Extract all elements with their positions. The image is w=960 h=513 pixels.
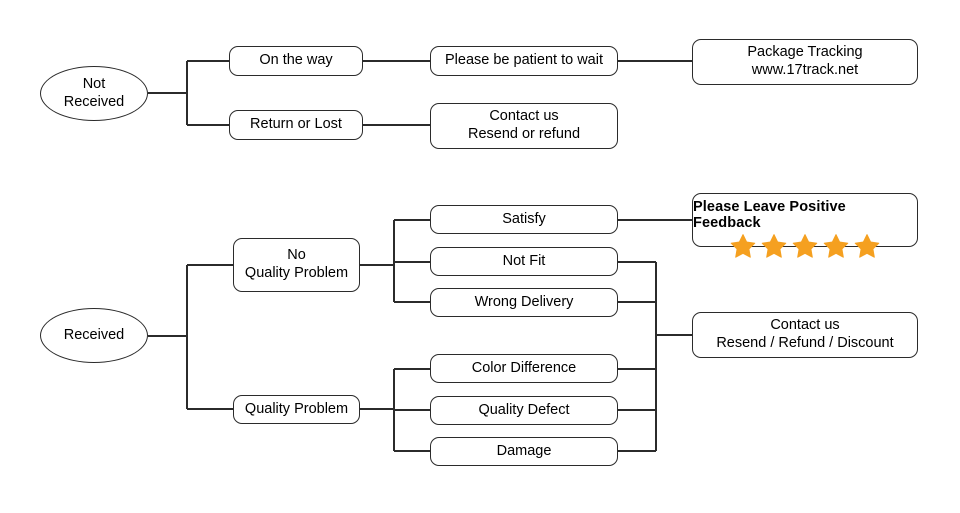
node-damage-label: Damage xyxy=(496,442,552,459)
node-no-quality-problem-label: No Quality Problem xyxy=(244,247,349,281)
node-not-received-label: Not Received xyxy=(63,75,125,110)
node-quality-problem-label: Quality Problem xyxy=(244,400,349,417)
node-satisfy[interactable]: Satisfy xyxy=(430,205,618,234)
node-quality-defect-label: Quality Defect xyxy=(478,401,570,418)
node-contact-resend-refund-discount-label: Contact us Resend / Refund / Discount xyxy=(716,317,894,351)
node-received-label: Received xyxy=(63,326,125,343)
star-icon[interactable] xyxy=(792,233,818,259)
node-not-received[interactable]: Not Received xyxy=(40,66,148,121)
node-not-fit-label: Not Fit xyxy=(502,252,546,269)
node-received[interactable]: Received xyxy=(40,308,148,363)
node-leave-positive-feedback[interactable]: Please Leave Positive Feedback xyxy=(692,193,918,258)
node-contact-resend-refund-discount[interactable]: Contact us Resend / Refund / Discount xyxy=(692,312,918,358)
star-icon[interactable] xyxy=(854,233,880,259)
node-damage[interactable]: Damage xyxy=(430,437,618,466)
node-return-or-lost-label: Return or Lost xyxy=(250,116,342,133)
node-package-tracking[interactable]: Package Tracking www.17track.net xyxy=(692,39,918,85)
node-on-the-way[interactable]: On the way xyxy=(229,46,363,76)
node-on-the-way-label: On the way xyxy=(259,52,333,69)
node-color-difference-label: Color Difference xyxy=(471,359,577,376)
node-contact-resend-refund[interactable]: Contact us Resend or refund xyxy=(430,103,618,149)
node-satisfy-label: Satisfy xyxy=(502,210,546,227)
star-rating[interactable] xyxy=(730,233,880,259)
node-please-be-patient[interactable]: Please be patient to wait xyxy=(430,46,618,76)
node-quality-defect[interactable]: Quality Defect xyxy=(430,396,618,425)
node-quality-problem[interactable]: Quality Problem xyxy=(233,395,360,424)
feedback-label: Please Leave Positive Feedback xyxy=(693,199,846,231)
node-please-be-patient-label: Please be patient to wait xyxy=(445,52,603,69)
node-not-fit[interactable]: Not Fit xyxy=(430,247,618,276)
star-icon[interactable] xyxy=(823,233,849,259)
node-wrong-delivery[interactable]: Wrong Delivery xyxy=(430,288,618,317)
star-icon[interactable] xyxy=(761,233,787,259)
node-wrong-delivery-label: Wrong Delivery xyxy=(474,293,574,310)
node-contact-resend-refund-label: Contact us Resend or refund xyxy=(467,108,581,142)
node-color-difference[interactable]: Color Difference xyxy=(430,354,618,383)
node-return-or-lost[interactable]: Return or Lost xyxy=(229,110,363,140)
node-package-tracking-label: Package Tracking www.17track.net xyxy=(747,44,863,78)
node-no-quality-problem[interactable]: No Quality Problem xyxy=(233,238,360,292)
star-icon[interactable] xyxy=(730,233,756,259)
